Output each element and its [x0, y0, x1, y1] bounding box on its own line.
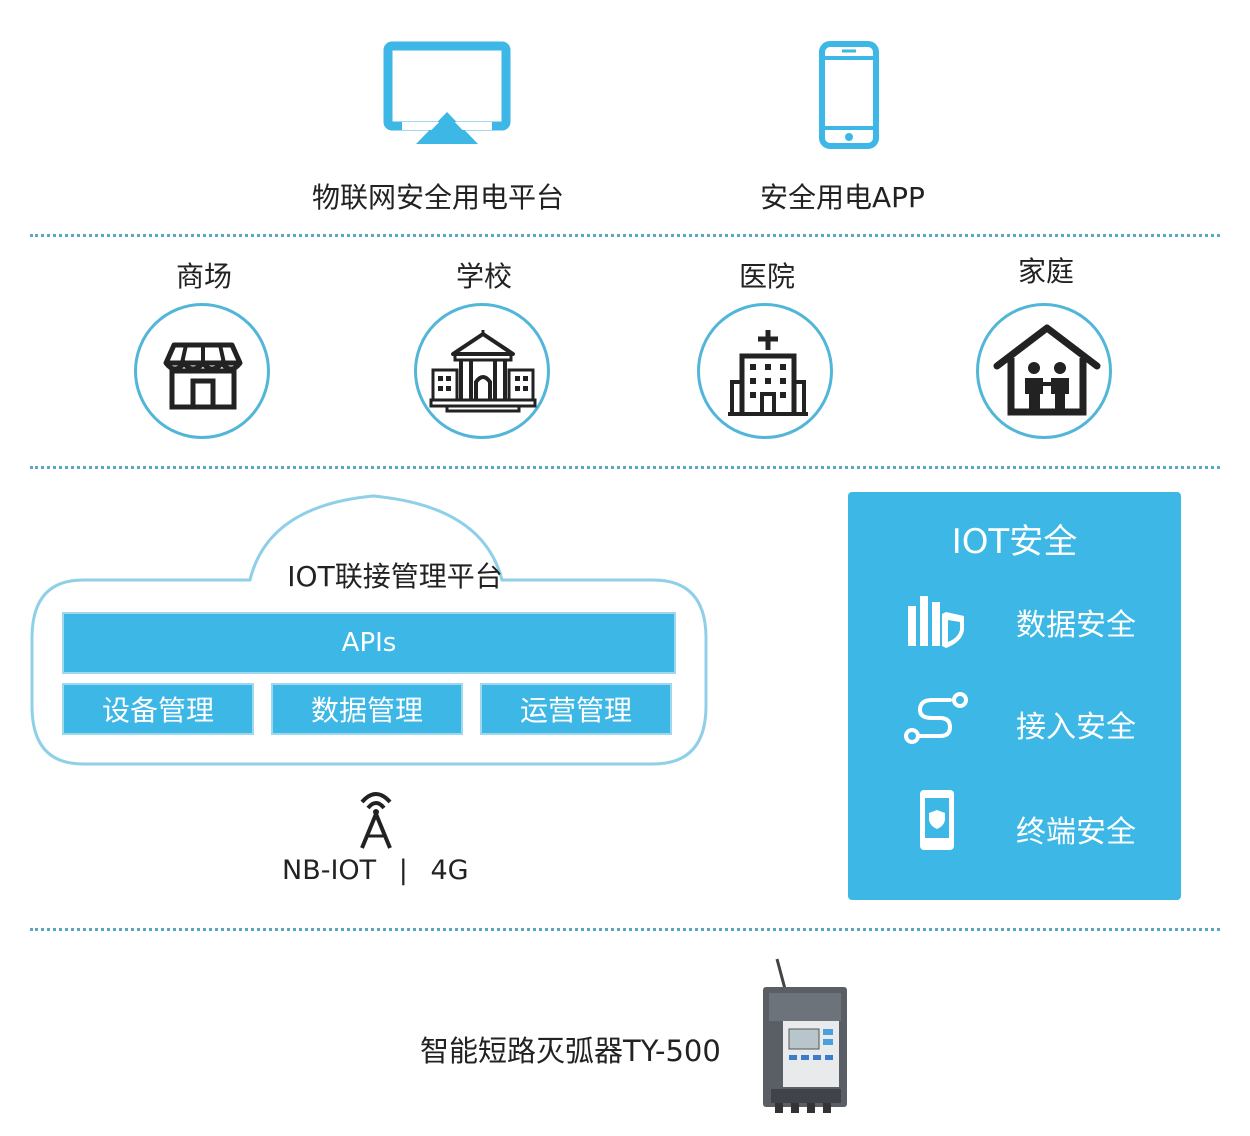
scene-label-mall: 商场	[175, 260, 232, 293]
divider-3	[30, 928, 1220, 931]
module-operation-management: 运营管理	[480, 683, 672, 735]
platform-icon	[382, 40, 512, 150]
store-icon	[163, 342, 243, 410]
iot-platform-title: IOT联接管理平台	[287, 560, 503, 593]
scene-label-school: 学校	[455, 260, 512, 293]
network-nb-iot: NB-IOT	[282, 855, 377, 886]
device-icon	[763, 958, 847, 1113]
scene-school	[414, 303, 550, 439]
access-route-icon	[904, 692, 968, 744]
platform-label: 物联网安全用电平台	[312, 181, 565, 214]
antenna-icon	[360, 792, 392, 849]
scene-mall	[134, 303, 270, 439]
network-label: NB-IOT | 4G	[282, 855, 469, 886]
device-label: 智能短路灭弧器TY-500	[420, 1034, 721, 1068]
scene-label-hospital: 医院	[738, 260, 795, 293]
network-separator: |	[398, 855, 408, 886]
monitor-icon	[383, 41, 511, 144]
scene-label-home: 家庭	[1017, 255, 1074, 288]
module-data-management: 数据管理	[271, 683, 463, 735]
network-4g: 4G	[430, 855, 469, 886]
app-icon	[818, 40, 880, 150]
home-family-icon	[993, 324, 1101, 416]
hospital-icon	[728, 330, 808, 416]
iot-security-panel: IOT安全 数据安全 接入安全 终端安全	[848, 492, 1181, 900]
iot-security-title: IOT安全	[951, 522, 1078, 562]
terminal-shield-icon	[920, 790, 954, 850]
scene-hospital	[697, 303, 833, 439]
scene-home	[976, 303, 1112, 439]
apis-bar: APIs	[62, 612, 676, 674]
school-icon	[429, 330, 537, 413]
divider-2	[30, 466, 1220, 469]
smartphone-icon	[819, 41, 879, 149]
divider-1	[30, 234, 1220, 237]
security-item-data: 数据安全	[1016, 608, 1136, 643]
security-item-terminal: 终端安全	[1016, 815, 1136, 850]
app-label: 安全用电APP	[760, 181, 925, 214]
data-shield-icon	[908, 596, 964, 648]
module-device-management: 设备管理	[62, 683, 254, 735]
security-item-access: 接入安全	[1016, 710, 1136, 745]
